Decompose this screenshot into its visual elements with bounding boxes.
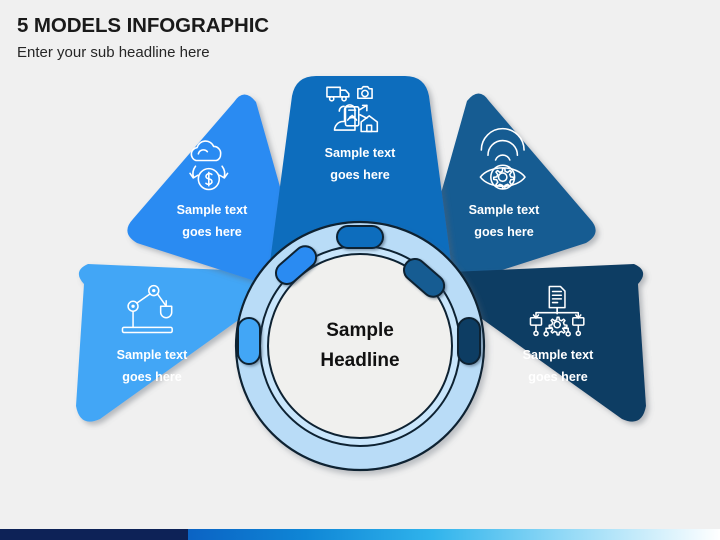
ring-pill-group xyxy=(237,225,481,365)
header-block: 5 MODELS INFOGRAPHIC Enter your sub head… xyxy=(17,14,517,62)
pill-upper-left-shape xyxy=(275,245,318,285)
pill-top-shape xyxy=(336,225,384,249)
petal-lower-left-label-line2: goes here xyxy=(122,370,182,384)
bottom-accent-bar xyxy=(0,529,720,540)
page-title: 5 MODELS INFOGRAPHIC xyxy=(17,14,269,37)
cloud-dollar-exchange-icon xyxy=(189,140,229,191)
pill-upper-right[interactable] xyxy=(399,254,448,301)
petal-upper-left-content: Sample text goes here xyxy=(177,140,248,239)
petal-upper-left[interactable] xyxy=(127,94,305,292)
pill-upper-left[interactable] xyxy=(271,242,320,289)
petal-top-content: Sample text goes here xyxy=(325,85,396,182)
pill-lower-right-shape xyxy=(457,317,481,365)
center-headline: Sample Headline xyxy=(320,320,399,371)
petal-lower-right-content: Sample text goes here xyxy=(523,285,594,384)
petal-top-label-line2: goes here xyxy=(330,168,390,182)
pill-upper-right-shape xyxy=(403,258,446,298)
petal-upper-right-shape xyxy=(418,93,596,292)
petal-upper-left-shape xyxy=(127,94,305,292)
petal-upper-right-label-line1: Sample text xyxy=(469,203,540,217)
petal-upper-right-content: Sample text goes here xyxy=(469,127,540,239)
bar-segment-navy xyxy=(0,529,188,540)
smart-home-mobile-control-icon xyxy=(326,85,379,133)
petal-lower-left-shape xyxy=(76,264,279,422)
pill-lower-right[interactable] xyxy=(457,317,481,365)
petal-lower-right[interactable] xyxy=(443,264,646,422)
workflow-document-gear-icon xyxy=(529,285,585,337)
petal-lower-right-label-line1: Sample text xyxy=(523,348,594,362)
petal-lower-right-shape xyxy=(443,264,646,422)
pill-top[interactable] xyxy=(336,225,384,249)
petal-lower-left[interactable] xyxy=(76,264,279,422)
petal-lower-right-label-line2: goes here xyxy=(528,370,588,384)
petal-upper-right-label-line2: goes here xyxy=(474,225,534,239)
page-subtitle: Enter your sub headline here xyxy=(17,43,210,61)
center-wheel xyxy=(234,220,486,472)
eye-gear-wifi-vision-icon xyxy=(479,127,526,190)
petal-upper-right[interactable] xyxy=(418,93,596,292)
pill-lower-left[interactable] xyxy=(237,317,261,365)
petal-upper-left-label-line1: Sample text xyxy=(177,203,248,217)
petal-lower-left-content: Sample text goes here xyxy=(117,284,188,384)
petal-top-label-line1: Sample text xyxy=(325,146,396,160)
petal-upper-left-label-line2: goes here xyxy=(182,225,242,239)
center-core xyxy=(267,253,453,439)
petal-lower-left-label-line1: Sample text xyxy=(117,348,188,362)
robotic-arm-icon xyxy=(121,284,173,334)
bar-segment-gradient xyxy=(188,529,720,540)
center-headline-line2: Headline xyxy=(320,350,399,371)
pill-lower-left-shape xyxy=(237,317,261,365)
center-headline-line1: Sample xyxy=(326,320,394,341)
